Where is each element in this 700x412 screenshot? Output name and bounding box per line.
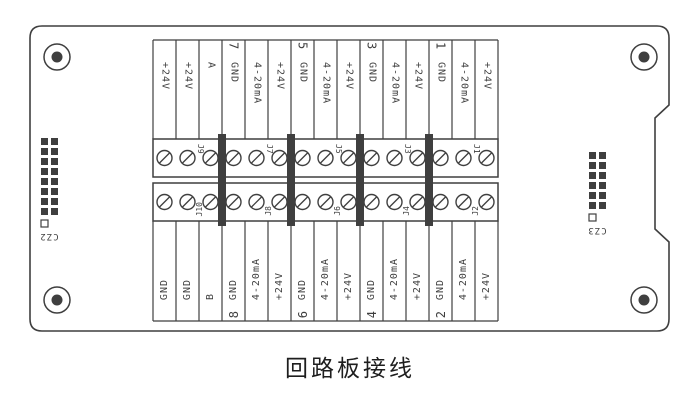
terminal-columns — [152, 39, 499, 322]
mounting-hole — [43, 43, 71, 71]
block-label-bottom: J6 — [333, 206, 342, 216]
diagram-title: 回路板接线 — [285, 356, 415, 382]
pin-label-bottom: +24V — [273, 271, 285, 300]
screw-terminal — [248, 149, 265, 167]
pin-label-top: 4-20mA — [320, 62, 332, 105]
connector-cz2-pins — [40, 138, 58, 228]
block-label-top: J5 — [334, 144, 343, 154]
pin-label-bottom: GND — [158, 278, 170, 300]
screw-terminal — [179, 149, 196, 167]
connector-label-cz2: CZ2 — [39, 231, 59, 241]
terminal-block-bottom — [221, 182, 292, 222]
terminal-block-top — [428, 138, 499, 178]
pin-label-bottom: GND — [434, 278, 446, 300]
pin-label-bottom: 4-20mA — [388, 257, 400, 300]
screw-terminal — [179, 193, 196, 211]
mounting-hole — [630, 286, 658, 314]
block-label-bottom: J2 — [471, 206, 480, 216]
screw-terminal — [156, 193, 173, 211]
channel-number-bottom: 2 — [433, 310, 448, 318]
terminal-block-bottom — [428, 182, 499, 222]
mounting-hole — [630, 43, 658, 71]
block-label-top: J1 — [472, 144, 481, 154]
pin-label-bottom: 4-20mA — [319, 257, 331, 300]
pin-label-top: GND — [228, 62, 240, 84]
screw-terminal — [386, 193, 403, 211]
board-outline — [29, 25, 670, 332]
pin-label-bottom: +24V — [342, 271, 354, 300]
block-label-top: J9 — [196, 144, 205, 154]
pin-label-bottom: B — [204, 292, 216, 300]
pin-label-bottom: 4-20mA — [250, 257, 262, 300]
pin-label-bottom: GND — [296, 278, 308, 300]
mounting-hole — [43, 286, 71, 314]
pin-label-bottom: +24V — [480, 271, 492, 300]
channel-number-top: 7 — [226, 42, 241, 50]
screw-terminal — [156, 149, 173, 167]
pin-label-bottom: GND — [227, 278, 239, 300]
channel-number-top: 3 — [364, 42, 379, 50]
pin-label-top: +24V — [182, 62, 194, 91]
pin-label-top: GND — [297, 62, 309, 84]
pin-label-bottom: +24V — [411, 271, 423, 300]
connector-cz3-pins — [588, 152, 606, 222]
pin-label-bottom: GND — [365, 278, 377, 300]
pin-label-bottom: 4-20mA — [457, 257, 469, 300]
screw-terminal — [386, 149, 403, 167]
pin-label-top: 4-20mA — [389, 62, 401, 105]
pin-label-top: 4-20mA — [458, 62, 470, 105]
pin-label-top: GND — [435, 62, 447, 84]
terminal-block-top — [152, 138, 223, 178]
block-label-bottom: J8 — [264, 206, 273, 216]
block-label-top: J7 — [265, 144, 274, 154]
terminal-block-top — [221, 138, 292, 178]
connector-label-cz3: CZ3 — [587, 225, 607, 235]
screw-terminal — [478, 149, 495, 167]
channel-number-bottom: 4 — [364, 310, 379, 318]
screw-terminal — [455, 149, 472, 167]
pin-label-top: GND — [366, 62, 378, 84]
block-label-bottom: J10 — [195, 201, 204, 216]
block-divider — [287, 134, 295, 226]
block-label-bottom: J4 — [402, 206, 411, 216]
block-divider — [356, 134, 364, 226]
pin-label-top: +24V — [343, 62, 355, 91]
screw-terminal — [317, 193, 334, 211]
terminal-block-bottom — [359, 182, 430, 222]
pin-label-top: +24V — [274, 62, 286, 91]
pin-label-top: 4-20mA — [251, 62, 263, 105]
block-divider — [218, 134, 226, 226]
pin-label-top: A — [205, 62, 217, 70]
terminal-block-top — [359, 138, 430, 178]
block-label-top: J3 — [403, 144, 412, 154]
pin-label-top: +24V — [412, 62, 424, 91]
channel-number-top: 5 — [295, 42, 310, 50]
channel-number-top: 1 — [433, 42, 448, 50]
pin-label-top: +24V — [159, 62, 171, 91]
channel-number-bottom: 6 — [295, 310, 310, 318]
screw-terminal — [478, 193, 495, 211]
terminal-block-bottom — [152, 182, 223, 222]
channel-number-bottom: 8 — [226, 310, 241, 318]
terminal-block-bottom — [290, 182, 361, 222]
screw-terminal — [317, 149, 334, 167]
block-divider — [425, 134, 433, 226]
screw-terminal — [248, 193, 265, 211]
pin-label-bottom: GND — [181, 278, 193, 300]
screw-terminal — [455, 193, 472, 211]
terminal-block-top — [290, 138, 361, 178]
pin-label-top: +24V — [481, 62, 493, 91]
